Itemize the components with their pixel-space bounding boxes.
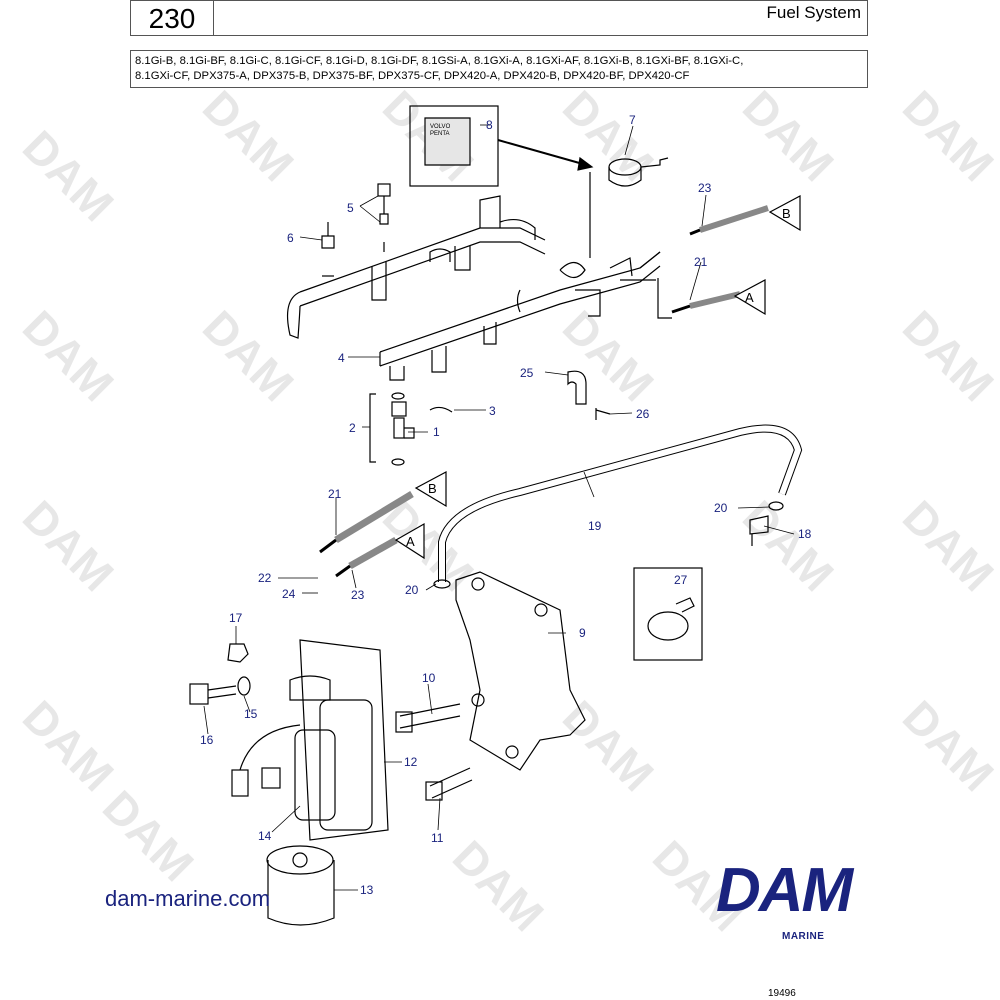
connector-letter-a-bottom: A [406, 534, 415, 549]
connector-letters: B A B A [406, 206, 791, 549]
callout-10: 10 [422, 671, 436, 685]
connector-letter-a-top: A [745, 290, 754, 305]
hose-bottom [319, 491, 414, 578]
callout-2: 2 [349, 421, 356, 435]
bolt-11 [425, 767, 473, 801]
callout-8: 8 [486, 118, 493, 132]
callout-4: 4 [338, 351, 345, 365]
watermark: DAM [553, 690, 664, 801]
test-valve [321, 222, 335, 277]
connector-letter-b-bottom: B [428, 481, 437, 496]
models-list: 8.1Gi-B, 8.1Gi-BF, 8.1Gi-C, 8.1Gi-CF, 8.… [130, 50, 868, 88]
watermark: DAM [193, 80, 304, 191]
section-title: Fuel System [766, 3, 861, 22]
watermark: DAM [893, 690, 1000, 801]
washer-15 [237, 676, 251, 696]
package-label-line-2: PENTA [430, 131, 450, 137]
callout-7: 7 [629, 113, 636, 127]
watermark: DAM [13, 120, 124, 231]
watermark: DAM [13, 690, 124, 801]
watermark: DAM [443, 830, 554, 941]
website-link[interactable]: dam-marine.com [105, 886, 271, 911]
connector-b-bottom [414, 471, 447, 508]
package-label-line-1: VOLVO [430, 124, 451, 130]
callout-1: 1 [433, 425, 440, 439]
figure-id: 19496 [768, 988, 796, 999]
models-line-1: 8.1Gi-B, 8.1Gi-BF, 8.1Gi-C, 8.1Gi-CF, 8.… [135, 55, 744, 67]
callout-17: 17 [229, 611, 243, 625]
callout-21-top: 21 [694, 255, 708, 269]
fuel-pump-module [231, 639, 389, 841]
callout-20-bottom: 20 [405, 583, 419, 597]
page-number: 230 [131, 1, 214, 35]
bolt-16 [189, 683, 237, 705]
watermark: DAM [553, 300, 664, 411]
callout-16: 16 [200, 733, 214, 747]
watermark: DAM [733, 490, 844, 601]
connector-b-top [768, 195, 801, 232]
watermark: DAM [553, 80, 664, 191]
schrader-valve [377, 183, 391, 252]
hose-clip [567, 370, 611, 420]
callout-26: 26 [636, 407, 650, 421]
callout-24: 24 [282, 587, 296, 601]
callout-14: 14 [258, 829, 272, 843]
callout-18: 18 [798, 527, 812, 541]
callout-20-top: 20 [714, 501, 728, 515]
callout-19: 19 [588, 519, 602, 533]
kit-box [409, 105, 594, 187]
watermark: DAM [13, 300, 124, 411]
callout-15: 15 [244, 707, 258, 721]
callout-3: 3 [489, 404, 496, 418]
watermark: DAM [893, 490, 1000, 601]
connector-letter-b-top: B [782, 206, 791, 221]
pressure-regulator [589, 157, 669, 258]
watermark: DAM [893, 80, 1000, 191]
callout-21-bottom: 21 [328, 487, 342, 501]
watermark: DAM [733, 80, 844, 191]
fitting-18 [749, 515, 769, 546]
callout-6: 6 [287, 231, 294, 245]
watermark-layer: DAM DAM DAM DAM DAM DAM DAM DAM DAM DAM … [13, 80, 1000, 941]
callout-9: 9 [579, 626, 586, 640]
callout-25: 25 [520, 366, 534, 380]
clamp-box [633, 567, 703, 661]
watermark: DAM [93, 780, 204, 891]
return-hose [438, 424, 803, 582]
watermark: DAM [893, 300, 1000, 411]
callout-12: 12 [404, 755, 418, 769]
leader-lines [203, 124, 795, 891]
dam-logo-subtitle: MARINE [782, 931, 825, 942]
mounting-bracket [455, 571, 586, 771]
package-label: VOLVO PENTA [430, 124, 451, 137]
nut-17 [227, 643, 249, 663]
callout-27: 27 [674, 573, 688, 587]
watermark: DAM [13, 490, 124, 601]
callout-22: 22 [258, 571, 272, 585]
callout-13: 13 [360, 883, 374, 897]
callout-23-top: 23 [698, 181, 712, 195]
callout-5: 5 [347, 201, 354, 215]
hose-top [620, 205, 769, 319]
dam-logo: DAM [716, 856, 853, 925]
header-box: 230 Fuel System [130, 0, 868, 36]
fuel-filter [266, 845, 335, 926]
models-line-2: 8.1GXi-CF, DPX375-A, DPX375-B, DPX375-BF… [135, 70, 690, 82]
injector [369, 392, 453, 466]
fuel-rail [287, 195, 661, 381]
connector-a-bottom [394, 522, 425, 560]
connector-a-top [733, 279, 766, 316]
bolt-10 [395, 703, 461, 733]
callout-11: 11 [431, 831, 444, 845]
callout-labels: 1 2 3 4 5 6 7 8 9 10 11 12 13 14 15 16 1… [200, 113, 812, 897]
hose-clamp-20 [433, 501, 784, 589]
callout-23-bottom: 23 [351, 588, 365, 602]
